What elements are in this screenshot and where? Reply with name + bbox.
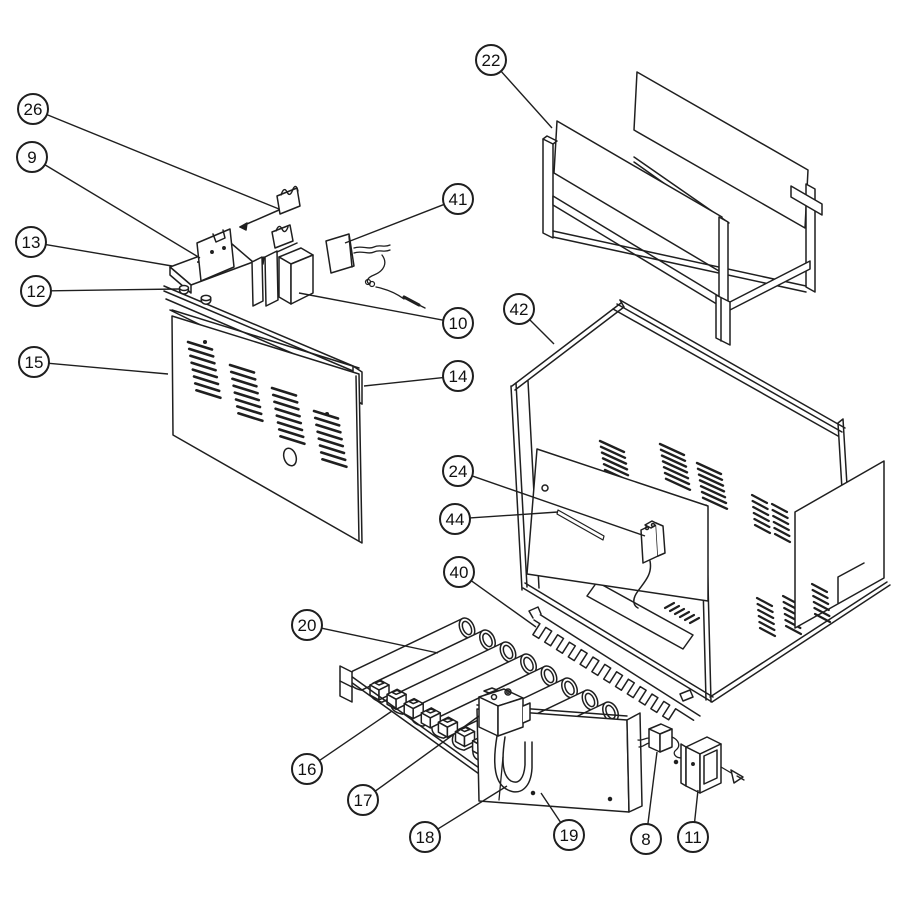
burner-tray-drawing [339,617,643,813]
leader-line-40 [470,580,537,628]
balloon-number-15: 15 [25,353,44,372]
part-callout-41[interactable]: 41 [344,183,474,244]
balloon-number-10: 10 [449,314,468,333]
notched-rail-drawing [528,606,701,721]
control-bracket-assembly-drawing [163,185,426,405]
balloon-circle-19[interactable] [553,819,585,851]
right-side-panel-drawing [794,460,885,629]
balloon-number-42: 42 [510,300,529,319]
balloon-circle-40[interactable] [443,556,475,588]
pilot-bracket-drawing [633,520,666,609]
balloon-number-14: 14 [449,367,468,386]
part-callout-22[interactable]: 22 [475,44,553,129]
balloon-number-26: 26 [24,100,43,119]
part-callout-17[interactable]: 17 [347,715,480,816]
balloon-number-19: 19 [560,826,579,845]
balloon-circle-22[interactable] [475,44,507,76]
leader-line-15 [48,362,169,375]
leader-line-11 [693,789,699,823]
part-callout-24[interactable]: 24 [442,455,646,537]
balloon-circle-42[interactable] [503,293,535,325]
balloon-number-8: 8 [641,830,650,849]
leader-line-14 [363,376,444,387]
balloon-circle-13[interactable] [15,226,47,258]
balloon-number-22: 22 [482,51,501,70]
leader-line-10 [298,292,444,321]
part-callout-12[interactable]: 12 [20,275,180,307]
terminal-bracket-drawing [680,736,745,794]
balloon-number-9: 9 [27,148,36,167]
balloon-circle-41[interactable] [442,183,474,215]
leader-line-9 [44,164,201,259]
leader-line-26 [46,114,280,210]
part-callout-42[interactable]: 42 [503,293,555,345]
leader-line-22 [500,70,553,129]
balloon-circle-17[interactable] [347,784,379,816]
gas-pipe-drawing [494,735,533,801]
part-callout-15[interactable]: 15 [18,346,169,378]
part-callout-10[interactable]: 10 [298,292,474,339]
part-callout-26[interactable]: 26 [17,93,280,210]
part-callout-18[interactable]: 18 [409,785,508,853]
balloon-circle-44[interactable] [439,503,471,535]
balloon-circle-24[interactable] [442,455,474,487]
flue-frame-drawing [542,71,823,331]
tray-rail-drawing [339,665,501,790]
gas-valve-drawing [478,687,531,737]
balloon-circle-8[interactable] [630,823,662,855]
cabinet-drawing [510,294,891,721]
balloon-circle-16[interactable] [291,753,323,785]
leader-line-20 [321,627,439,654]
balloon-number-13: 13 [22,233,41,252]
part-callout-16[interactable]: 16 [291,710,393,785]
leader-line-18 [437,785,508,830]
part-callout-44[interactable]: 44 [439,503,559,535]
part-callout-9[interactable]: 9 [16,141,201,259]
part-callout-11[interactable]: 11 [677,789,709,853]
balloon-number-20: 20 [298,616,317,635]
part-callout-19[interactable]: 19 [540,792,585,851]
balloon-number-24: 24 [449,462,468,481]
leader-line-24 [471,475,646,537]
balloon-number-11: 11 [684,828,702,847]
balloon-number-18: 18 [416,828,435,847]
part-callout-13[interactable]: 13 [15,226,173,267]
leader-line-8 [647,751,658,825]
leader-line-12 [50,288,180,292]
part-callout-14[interactable]: 14 [363,360,474,392]
balloon-number-17: 17 [354,791,373,810]
balloon-number-12: 12 [27,282,46,301]
balloon-circle-18[interactable] [409,821,441,853]
leader-line-17 [374,715,480,792]
balloon-number-41: 41 [449,190,468,209]
tray-front-drawing [476,704,643,813]
leader-line-13 [45,243,173,267]
balloon-circle-20[interactable] [291,609,323,641]
cross-panel-drawing [526,448,709,602]
leader-line-41 [344,203,445,244]
balloon-number-40: 40 [450,563,469,582]
part-callout-20[interactable]: 20 [291,609,439,654]
balloon-circle-12[interactable] [20,275,52,307]
balloon-number-44: 44 [446,510,465,529]
leader-line-44 [469,511,559,519]
leader-line-16 [318,710,393,762]
balloon-circle-14[interactable] [442,360,474,392]
front-panel-drawing [171,309,363,544]
balloon-circle-10[interactable] [442,307,474,339]
balloon-circle-9[interactable] [16,141,48,173]
callout-layer: 26 9 13 12 15 41 10 14 22 42 24 44 40 20 16 17 18 19 8 11 [15,44,709,855]
balloon-number-16: 16 [298,760,317,779]
leader-line-19 [540,792,562,823]
balloon-circle-26[interactable] [17,93,49,125]
balloon-circle-11[interactable] [677,821,709,853]
part-callout-40[interactable]: 40 [443,556,537,628]
part-callout-8[interactable]: 8 [630,751,662,855]
leader-line-42 [529,319,555,345]
balloon-circle-15[interactable] [18,346,50,378]
